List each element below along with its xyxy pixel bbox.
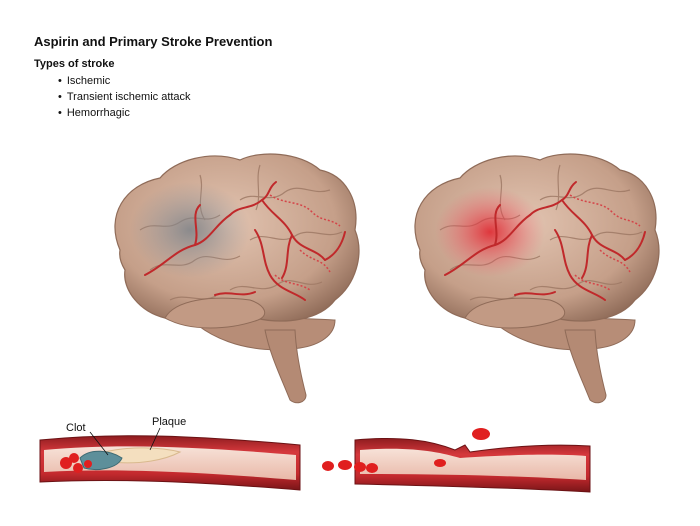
ischemic-brain (114, 153, 360, 404)
ischemic-region (130, 182, 250, 278)
plaque-deposit (104, 447, 182, 464)
hemorrhage-region (435, 187, 545, 277)
hemorrhagic-brain (414, 153, 660, 404)
page-title: Aspirin and Primary Stroke Prevention (34, 34, 273, 49)
stroke-types-list: Ischemic Transient ischemic attack Hemor… (58, 73, 191, 121)
plaque-label: Plaque (152, 416, 186, 428)
stroke-type-tia: Transient ischemic attack (58, 89, 191, 105)
ruptured-vessel (322, 428, 591, 493)
blood-cells-left (60, 453, 92, 473)
stroke-type-hemorrhagic: Hemorrhagic (58, 105, 191, 121)
stroke-type-ischemic: Ischemic (58, 73, 191, 89)
stroke-types-heading: Types of stroke (34, 58, 115, 70)
vessel-with-clot: Clot Plaque (39, 416, 301, 491)
blood-cells-right (322, 428, 490, 473)
clot-label: Clot (66, 422, 86, 434)
